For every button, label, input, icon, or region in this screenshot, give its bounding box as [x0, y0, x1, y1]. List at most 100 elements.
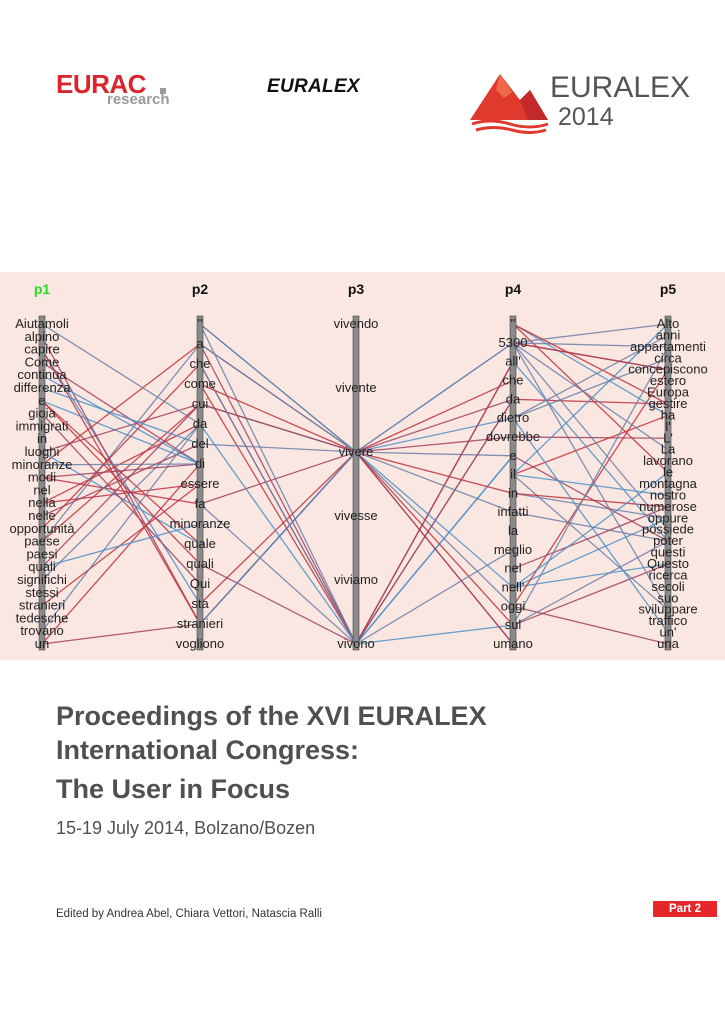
- axis-word: opportunità: [9, 521, 75, 536]
- connector-lines: [41, 323, 669, 645]
- axis-word: paesi: [26, 546, 57, 561]
- connector-line: [355, 361, 514, 645]
- axis-word: cui: [192, 396, 209, 411]
- connector-line: [41, 623, 201, 645]
- axis-word: nelle: [28, 508, 55, 523]
- axis-word: nel: [33, 482, 50, 497]
- axis-word: Europa: [647, 385, 690, 400]
- connector-line: [41, 349, 201, 605]
- axis-word: continua: [17, 367, 67, 382]
- connector-line: [355, 417, 514, 453]
- eurac-logo-dot: [160, 88, 166, 94]
- connector-line: [199, 451, 357, 505]
- axis-word: di: [195, 456, 205, 471]
- axis-label-p3: p3: [348, 281, 365, 297]
- euralex-logo: EURALEX: [267, 76, 360, 97]
- axis-word: significhi: [17, 572, 67, 587]
- axis-word: vogliono: [176, 636, 224, 651]
- axis-word: nostro: [650, 487, 686, 502]
- axis-word: quali: [28, 559, 56, 574]
- axis-word: gestire: [648, 396, 687, 411]
- connector-line: [512, 369, 669, 607]
- connector-line: [41, 423, 201, 581]
- title-line-1: Proceedings of the XVI EURALEX: [56, 701, 487, 731]
- axis-word: essere: [180, 476, 219, 491]
- connector-line: [41, 323, 201, 425]
- axis-word: Come: [25, 354, 60, 369]
- mountain-icon: [470, 74, 549, 134]
- axis-word: e: [509, 448, 516, 463]
- connector-line: [41, 483, 201, 607]
- connector-line: [512, 472, 669, 589]
- connector-line: [199, 323, 357, 645]
- editors-credit: Edited by Andrea Abel, Chiara Vettori, N…: [56, 908, 322, 920]
- axis-word: minoranze: [170, 516, 231, 531]
- axis-word: nell': [502, 580, 525, 595]
- axis-word: differenza: [14, 380, 72, 395]
- axis-word: Questo: [647, 556, 689, 571]
- connector-line: [512, 323, 669, 474]
- axis-word: gioia: [28, 406, 56, 421]
- connector-line: [512, 357, 669, 419]
- axis-word: un': [660, 625, 677, 640]
- connector-line: [199, 563, 357, 645]
- connector-line: [355, 451, 514, 513]
- connector-line: [512, 342, 669, 531]
- connector-line: [41, 363, 201, 530]
- axis-word: dietro: [497, 410, 530, 425]
- axis-word: un: [35, 636, 49, 651]
- connector-line: [512, 540, 669, 626]
- axis-word: vivono: [337, 636, 375, 651]
- connector-line: [512, 342, 669, 451]
- connector-line: [41, 400, 201, 465]
- connector-line: [512, 517, 669, 589]
- connector-line: [355, 342, 514, 453]
- parallel-coordinates-chart: p1AiutamolialpinocapireComecontinuadiffe…: [9, 281, 707, 651]
- part-badge: Part 2: [653, 901, 717, 917]
- axis-word: circa: [654, 350, 682, 365]
- title-line-2: International Congress:: [56, 735, 360, 765]
- connector-line: [41, 403, 201, 543]
- axis-bar-p1: [38, 315, 46, 651]
- axis-bar-p4: [509, 315, 517, 651]
- axis-word: da: [506, 391, 521, 406]
- connector-line: [512, 492, 669, 508]
- connector-line: [512, 323, 669, 405]
- connector-line: [199, 451, 357, 605]
- axis-word: vivente: [335, 380, 376, 395]
- connector-line: [512, 511, 669, 542]
- axis-bar-p3: [352, 315, 360, 651]
- connector-line: [512, 474, 669, 611]
- connector-line: [355, 436, 514, 453]
- axis-word: Qui: [190, 576, 210, 591]
- conference-dates: 15-19 July 2014, Bolzano/Bozen: [56, 818, 316, 838]
- axis-word: meglio: [494, 542, 532, 557]
- connector-line: [512, 334, 669, 419]
- axis-word: fa: [195, 496, 207, 511]
- connector-line: [41, 403, 201, 568]
- euralex-2014-logo: EURALEX 2014: [470, 70, 690, 134]
- connector-line: [41, 349, 201, 625]
- axis-word: una: [657, 636, 679, 651]
- axis-word: sta: [191, 596, 209, 611]
- axis-word: quale: [184, 536, 216, 551]
- connector-line: [41, 361, 201, 465]
- axis-word: che: [503, 372, 524, 387]
- axis-word: '': [198, 316, 203, 331]
- axis-word: poter: [653, 533, 683, 548]
- axis-word: traffico: [649, 613, 688, 628]
- connector-line: [512, 563, 669, 589]
- connector-line: [199, 383, 357, 645]
- axis-word: tedesche: [16, 610, 69, 625]
- axis-word: vivere: [339, 444, 374, 459]
- axis-word: ricerca: [648, 567, 688, 582]
- axis-word: secoli: [651, 579, 684, 594]
- connector-line: [199, 423, 357, 645]
- connector-line: [41, 443, 201, 517]
- axis-word: vivesse: [334, 508, 377, 523]
- axis-word: e: [38, 393, 45, 408]
- axis-bar-p2: [196, 315, 204, 651]
- axis-word: montagna: [639, 476, 698, 491]
- connector-line: [355, 451, 514, 495]
- connector-line: [199, 343, 357, 453]
